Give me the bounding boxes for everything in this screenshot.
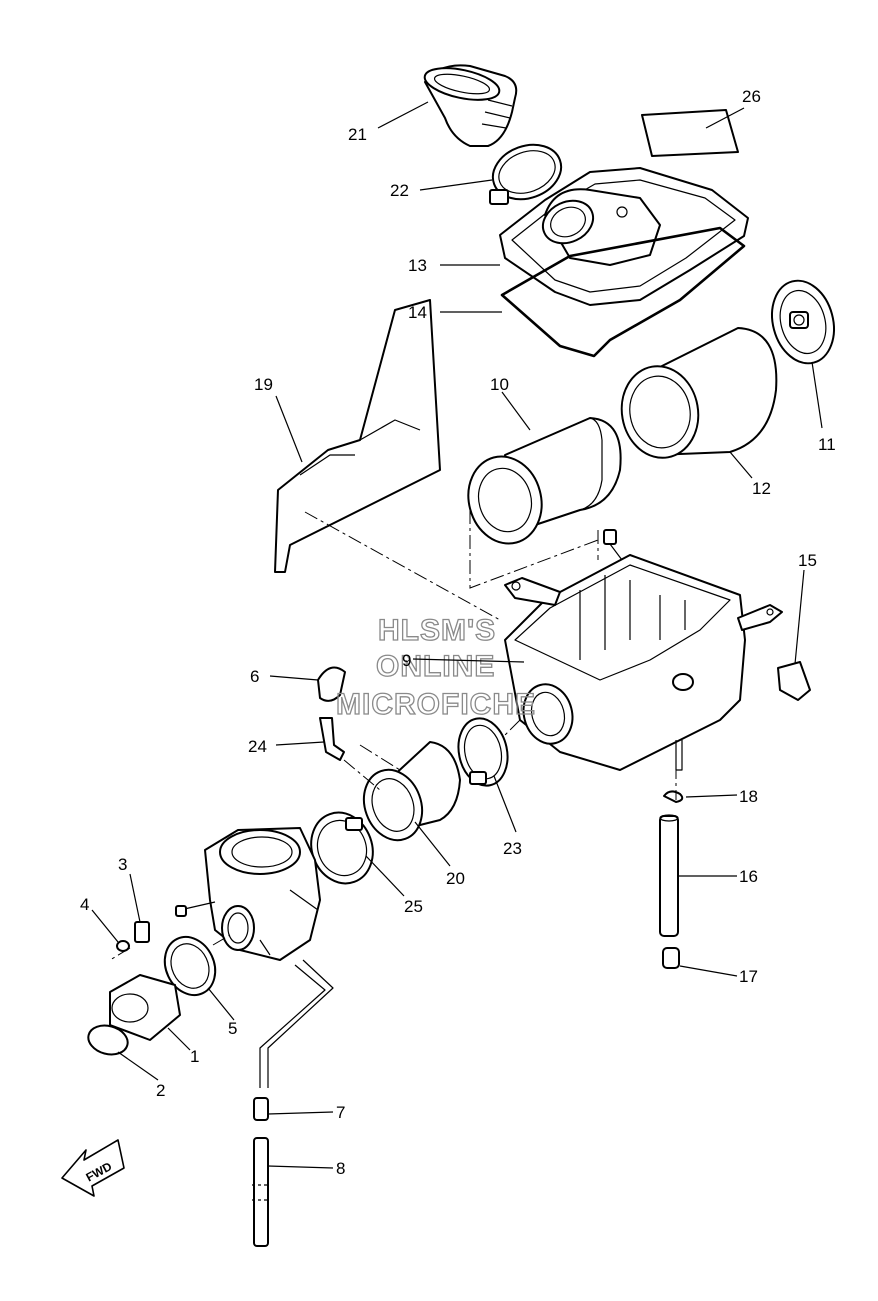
carburetor (175, 827, 321, 961)
part-4-washer (116, 940, 130, 952)
callout-24: 24 (248, 737, 267, 756)
callout-5: 5 (228, 1019, 237, 1038)
callout-1: 1 (190, 1047, 199, 1066)
callout-17: 17 (739, 967, 758, 986)
part-20-joint (362, 741, 461, 842)
callout-22: 22 (390, 181, 409, 200)
carburetor-vent-hose (259, 959, 334, 1088)
callout-20: 20 (446, 869, 465, 888)
callout-13: 13 (408, 256, 427, 275)
watermark: HLSM'S ONLINE MICROFICHE (335, 613, 536, 721)
part-22-clamp (489, 143, 563, 205)
fwd-arrow: FWD (61, 1139, 125, 1197)
part-1-manifold (109, 974, 181, 1041)
watermark-line-2: ONLINE (376, 650, 495, 683)
callout-7: 7 (336, 1103, 345, 1122)
part-6-elbow (317, 666, 346, 702)
callout-8: 8 (336, 1159, 345, 1178)
callout-3: 3 (118, 855, 127, 874)
part-10-inner-filter (467, 417, 622, 545)
part-7-fitting (253, 1097, 269, 1121)
callout-10: 10 (490, 375, 509, 394)
part-23-clamp (457, 717, 509, 787)
bolt-part-9 (603, 529, 623, 561)
part-8-hose (252, 1137, 270, 1247)
part-2-oring (87, 1024, 129, 1056)
part-16-drain-hose (659, 814, 679, 937)
callout-23: 23 (503, 839, 522, 858)
part-12-filter-element (620, 327, 778, 459)
callout-15: 15 (798, 551, 817, 570)
callout-21: 21 (348, 125, 367, 144)
watermark-line-1: HLSM'S (378, 614, 496, 647)
part-14-gasket (500, 226, 746, 358)
callout-14: 14 (408, 303, 427, 322)
callout-25: 25 (404, 897, 423, 916)
callouts: 1 2 3 4 5 6 7 8 9 10 11 12 13 14 15 16 1… (80, 87, 836, 1178)
part-26-label (641, 109, 739, 157)
callout-16: 16 (739, 867, 758, 886)
callout-26: 26 (742, 87, 761, 106)
part-15-clip (777, 661, 811, 701)
callout-6: 6 (250, 667, 259, 686)
part-11-cap (771, 279, 835, 365)
part-3-bolt (134, 921, 150, 943)
part-21-intake-duct (423, 64, 518, 147)
callout-11: 11 (818, 435, 836, 454)
airbox-body (504, 554, 783, 771)
part-13-airbox-cover (499, 167, 749, 306)
part-5-clamp (163, 935, 217, 997)
callout-4: 4 (80, 895, 89, 914)
part-18-clip (663, 790, 684, 803)
watermark-line-3: MICROFICHE (336, 688, 536, 721)
part-24-pipe (319, 717, 345, 761)
callout-18: 18 (739, 787, 758, 806)
callout-2: 2 (156, 1081, 165, 1100)
callout-19: 19 (254, 375, 273, 394)
part-19-shield (274, 299, 441, 573)
leader-lines (91, 101, 823, 1169)
callout-9: 9 (402, 651, 411, 670)
callout-12: 12 (752, 479, 771, 498)
part-17-plug (662, 947, 680, 969)
assembly-lines (109, 510, 677, 961)
